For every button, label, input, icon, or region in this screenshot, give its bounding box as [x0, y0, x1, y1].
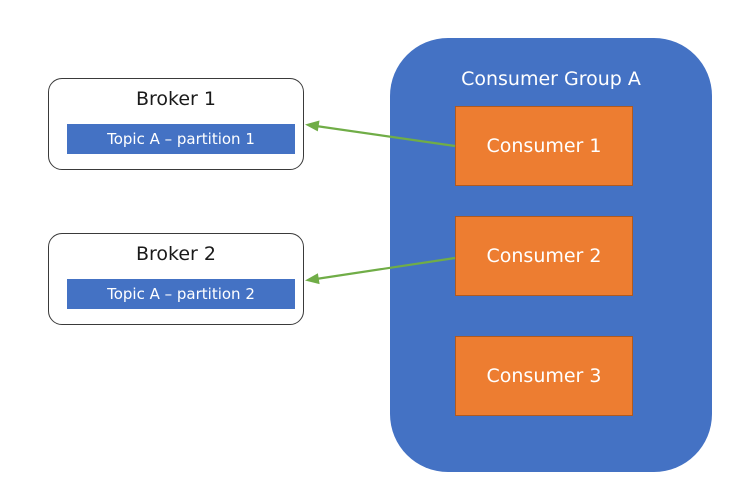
broker-2-box: Broker 2 Topic A – partition 2 — [48, 233, 304, 325]
broker-1-box: Broker 1 Topic A – partition 1 — [48, 78, 304, 170]
consumer-3-box: Consumer 3 — [455, 336, 633, 416]
broker-1-partition: Topic A – partition 1 — [67, 124, 295, 154]
consumer-group-box: Consumer Group A Consumer 1 Consumer 2 C… — [390, 38, 712, 472]
consumer-2-box: Consumer 2 — [455, 216, 633, 296]
consumer-group-title: Consumer Group A — [461, 68, 641, 90]
broker-1-title: Broker 1 — [135, 88, 216, 110]
broker-2-partition: Topic A – partition 2 — [67, 279, 295, 309]
broker-2-title: Broker 2 — [135, 243, 216, 265]
arrowhead-broker-2 — [305, 273, 320, 285]
consumer-1-box: Consumer 1 — [455, 106, 633, 186]
arrowhead-broker-1 — [305, 120, 320, 132]
